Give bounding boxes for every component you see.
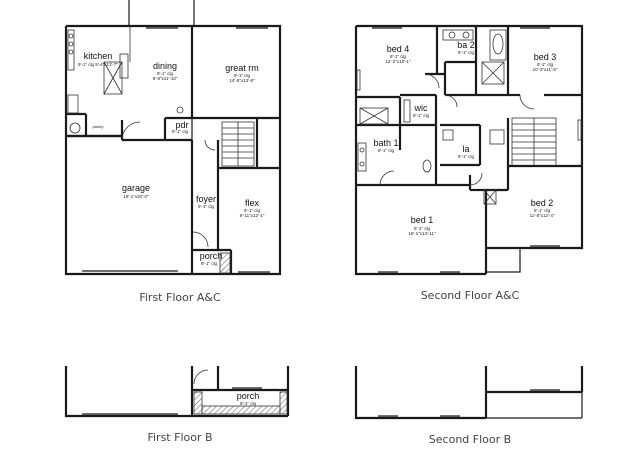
second-floor-fixtures — [356, 29, 582, 205]
bed3-label: bed 3 — [534, 52, 557, 62]
bed4-dim2: 12'-2"x10'-1" — [385, 59, 411, 64]
dining-label: dining — [153, 61, 177, 71]
garage-dim: 19'-1"x20'-0" — [123, 194, 149, 199]
garage-label: garage — [122, 183, 150, 193]
dining-dim1: 9'-1" clg — [157, 71, 173, 76]
porch-b-dim: 9'-1" clg — [240, 401, 256, 406]
kitchen-label: kitchen — [84, 51, 113, 61]
great-rm-dim2: 14'-5"x13'-8" — [229, 78, 255, 83]
flex-dim2: 9'-11"x12'-1" — [240, 213, 265, 218]
second-floor-b-caption: Second Floor B — [429, 433, 511, 446]
porch-dim: 9'-1" clg — [201, 261, 217, 266]
bath1-dim: 8'-1" clg — [378, 148, 394, 153]
kitchen-dim: 9'-1" clg 9'-4"x13'-7" — [78, 62, 118, 67]
bath1-label: bath 1 — [373, 138, 398, 148]
ba2-label: ba 2 — [457, 40, 475, 50]
great-rm-dim1: 9'-1" clg — [234, 73, 250, 78]
wic-label: wic — [414, 103, 428, 113]
pdr-dim: 9'-1" clg — [172, 129, 188, 134]
first-floor-b-caption: First Floor B — [147, 431, 212, 444]
first-floor-b-plan: porch 9'-1" clg First Floor B — [64, 366, 290, 444]
first-floor-ac-caption: First Floor A&C — [139, 291, 221, 304]
porch-label: porch — [200, 251, 223, 261]
second-floor-ac-caption: Second Floor A&C — [421, 289, 520, 302]
bed2-label: bed 2 — [531, 198, 554, 208]
second-floor-ac-plan: bed 4 8'-1" clg 12'-2"x10'-1" ba 2 8'-1"… — [354, 24, 584, 302]
second-floor-stairs — [511, 117, 557, 167]
bed3-dim1: 8'-1" clg — [537, 62, 553, 67]
second-floor-b-plan: Second Floor B — [354, 366, 584, 446]
bed1-dim1: 8'-1" clg — [414, 226, 430, 231]
kitchen-fixtures — [67, 26, 184, 134]
pdr-label: pdr — [175, 120, 188, 130]
la-label: la — [462, 144, 469, 154]
bed2-dim2: 11'-8"x12'-4" — [530, 213, 555, 218]
pantry-label: pantry — [92, 124, 103, 129]
first-floor-ac-plan: kitchen 9'-1" clg 9'-4"x13'-7" dining 9'… — [64, 0, 282, 304]
foyer-label: foyer — [196, 194, 216, 204]
bed3-dim2: 10'-3"x11'-5" — [533, 67, 558, 72]
bed4-label: bed 4 — [387, 44, 410, 54]
porch-b-label: porch — [237, 391, 260, 401]
ba2-dim: 8'-1" clg — [458, 50, 474, 55]
flex-label: flex — [245, 198, 260, 208]
bed1-dim2: 16'-1"x13'-11" — [408, 231, 436, 236]
bed1-label: bed 1 — [411, 215, 434, 225]
foyer-dim: 9'-1" clg — [198, 204, 214, 209]
first-floor-stairs — [221, 121, 255, 167]
dining-dim2: 9'-8"x11'-10" — [153, 76, 178, 81]
la-dim: 8'-1" clg — [458, 154, 474, 159]
flex-dim1: 9'-1" clg — [244, 208, 260, 213]
wic-dim: 8'-1" clg — [413, 113, 429, 118]
bed2-dim1: 8'-1" clg — [534, 208, 550, 213]
great-rm-label: great rm — [225, 63, 259, 73]
bed4-dim1: 8'-1" clg — [390, 54, 406, 59]
